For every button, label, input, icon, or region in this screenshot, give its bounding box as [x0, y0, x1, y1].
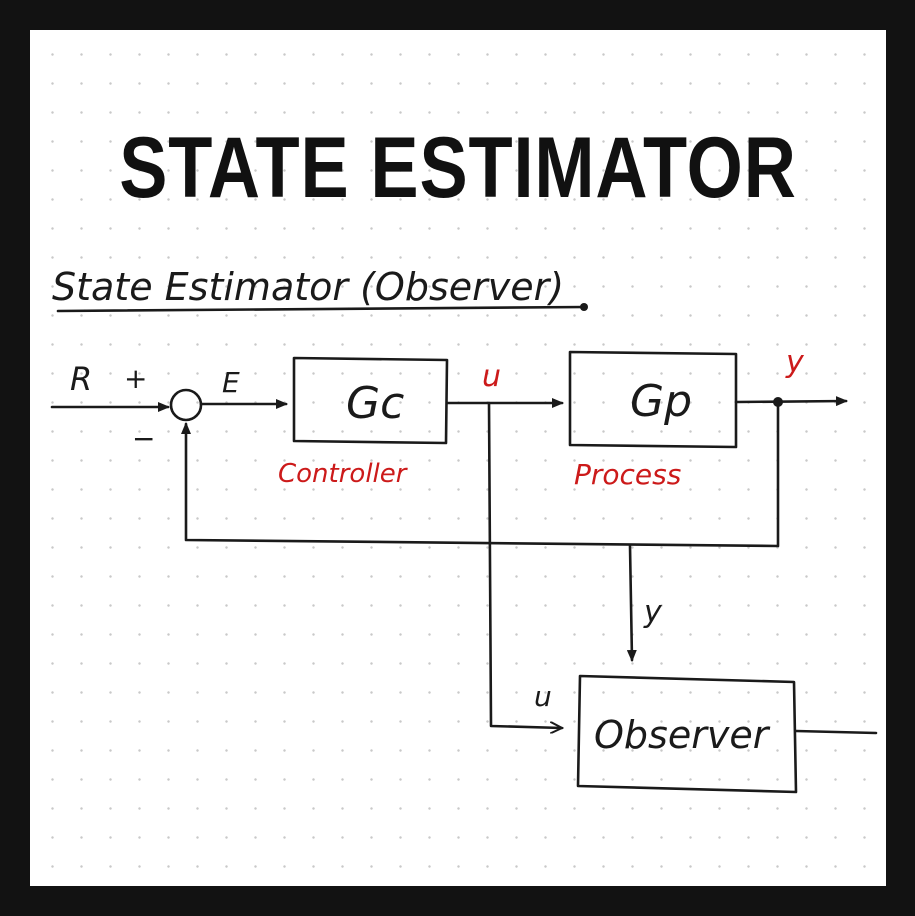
controller-block-label: Gc [346, 378, 404, 429]
label-observer-y: y [643, 595, 663, 630]
controller-block [292, 356, 449, 445]
process-caption: Process [574, 458, 681, 491]
observer-block [576, 674, 798, 794]
process-block-label: Gp [630, 376, 692, 427]
feedback-path [181, 400, 780, 548]
label-observer-u: u [534, 680, 552, 713]
whiteboard-frame: STATE ESTIMATOR [30, 30, 886, 886]
label-control-signal: u [482, 359, 501, 394]
summing-junction [169, 388, 203, 422]
controller-caption: Controller [278, 459, 409, 489]
process-block [568, 350, 738, 449]
label-reference: R [70, 360, 92, 398]
label-plus: + [124, 362, 147, 395]
arrow-u-to-observer [487, 401, 562, 728]
subtitle-underline [56, 305, 588, 313]
page-title: STATE ESTIMATOR [119, 120, 797, 216]
label-minus: − [132, 422, 155, 455]
arrow-output [734, 396, 848, 407]
subtitle-dot [580, 303, 588, 311]
process-block-text: Gp [630, 376, 692, 427]
diagram-subtitle: State Estimator (Observer) [52, 265, 564, 309]
arrow-y-to-observer [626, 544, 637, 662]
controller-block-text: Gc [346, 378, 404, 429]
observer-output-line [794, 729, 878, 735]
observer-block-label: Observer [594, 713, 771, 757]
label-error: E [222, 366, 240, 399]
label-output: y [785, 345, 805, 380]
